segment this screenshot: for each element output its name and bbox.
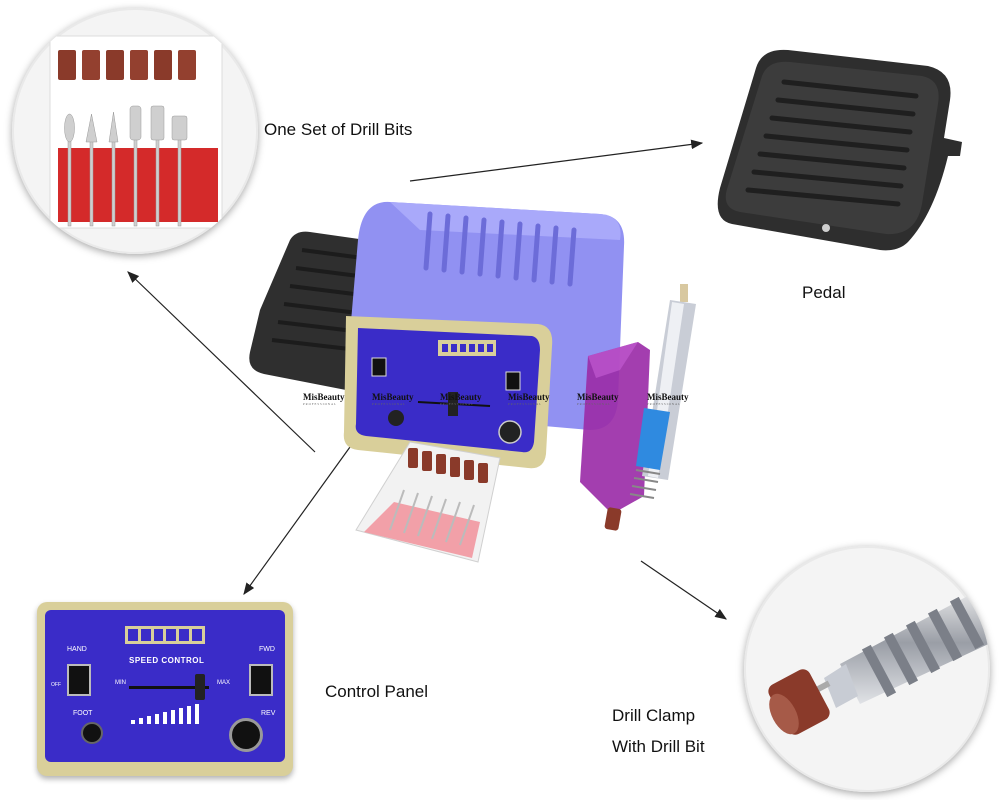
hand-label: HAND	[67, 646, 87, 653]
speed-slider-knob	[195, 674, 205, 700]
arrow-to-drill-clamp	[640, 560, 727, 620]
watermark-tagline-3: PROFESSIONAL	[440, 402, 475, 406]
bit-tray	[355, 441, 501, 563]
nail-drill-machine	[249, 201, 696, 563]
watermark-brand-1: MisBeauty	[303, 392, 345, 402]
rev-label: REV	[261, 710, 276, 717]
control-panel-closeup: SPEED CONTROL HAND FWD OFF MIN MAX FOOT …	[37, 602, 293, 776]
drill-clamp-label-line1: Drill Clamp	[612, 706, 696, 725]
arrow-to-control-panel	[243, 446, 351, 595]
speed-control-label: SPEED CONTROL	[129, 656, 205, 665]
power-switch	[67, 664, 91, 696]
foot-pedal-closeup	[717, 49, 962, 251]
foot-label: FOOT	[73, 710, 93, 717]
pedal-label: Pedal	[802, 283, 846, 302]
watermark-brand-3: MisBeauty	[440, 392, 482, 402]
watermark-brand-2: MisBeauty	[372, 392, 414, 402]
drill-clamp-closeup	[744, 546, 990, 792]
foot-pedal-jack	[81, 722, 103, 744]
speed-led-display	[125, 626, 205, 644]
arrow-to-pedal	[409, 139, 704, 182]
drill-clamp-illustration	[768, 584, 990, 735]
drill-bits-closeup	[12, 8, 258, 254]
speed-slider-track	[129, 686, 209, 689]
drill-clamp-label-line2: With Drill Bit	[612, 737, 705, 756]
drill-bits-illustration	[49, 35, 223, 229]
control-panel-label: Control Panel	[325, 682, 429, 701]
watermark-tagline-4: PROFESSIONAL	[508, 402, 543, 406]
handpiece-socket	[229, 718, 263, 752]
min-label: MIN	[115, 680, 126, 686]
drill-bit-shanks	[64, 105, 188, 227]
watermark-brand-6: MisBeauty	[647, 392, 689, 402]
sanding-bands	[58, 50, 196, 80]
off-label: OFF	[51, 682, 61, 688]
drill-bits-label: One Set of Drill Bits	[264, 120, 413, 139]
control-panel-face: SPEED CONTROL HAND FWD OFF MIN MAX FOOT …	[45, 610, 285, 762]
watermark-tagline-5: PROFESSIONAL	[577, 402, 612, 406]
watermark-tagline-1: PROFESSIONAL	[303, 402, 338, 406]
watermark-tagline-2: PROFESSIONAL	[372, 402, 407, 406]
watermark-tagline-6: PROFESSIONAL	[647, 402, 682, 406]
direction-switch	[249, 664, 273, 696]
watermark-brand-4: MisBeauty	[508, 392, 550, 402]
handpiece-holder	[580, 342, 650, 514]
arrow-to-drill-bits	[127, 271, 316, 453]
max-label: MAX	[217, 680, 231, 686]
watermark-brand-5: MisBeauty	[577, 392, 619, 402]
handpiece	[604, 284, 696, 531]
fwd-label: FWD	[259, 646, 275, 653]
speed-ramp-graphic	[131, 704, 199, 724]
